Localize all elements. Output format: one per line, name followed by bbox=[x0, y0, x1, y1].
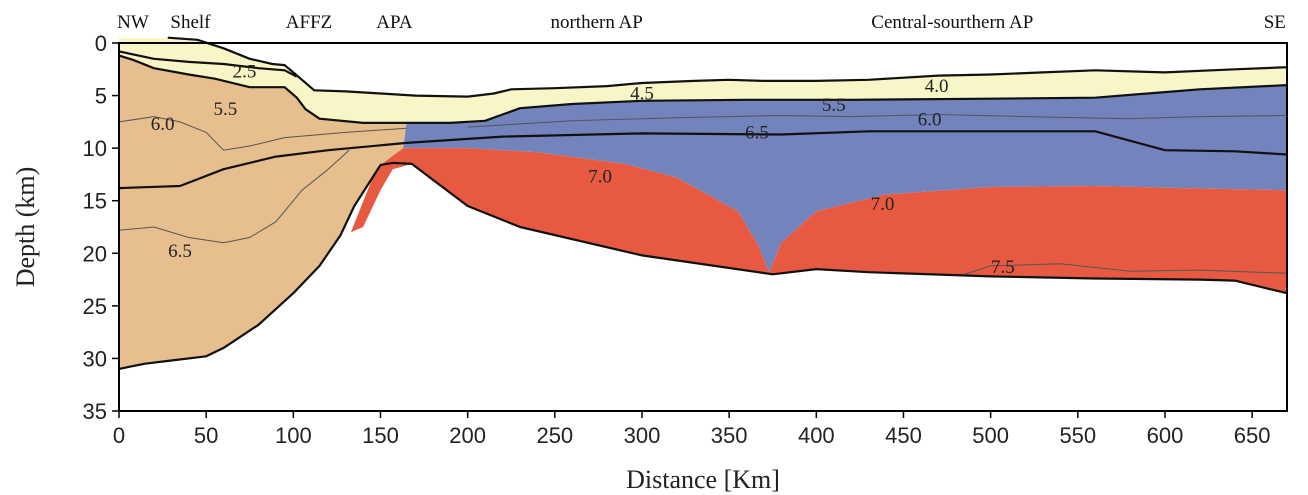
y-tick-label: 20 bbox=[83, 241, 107, 266]
plot-frame bbox=[118, 42, 1288, 412]
layer-boundaries bbox=[118, 36, 1288, 370]
x-tick-label: 300 bbox=[624, 423, 661, 448]
contour-label: 6.5 bbox=[168, 241, 192, 262]
crustal-layers bbox=[119, 37, 1287, 369]
region-label: northern AP bbox=[550, 12, 642, 33]
region-label: AFFZ bbox=[286, 12, 332, 33]
contour-label: 7.0 bbox=[588, 166, 612, 187]
x-axis-ticks: 0 50 100 150 200 250 300 350 400 450 500 550 600 650 bbox=[113, 411, 1271, 448]
region-label: APA bbox=[376, 12, 413, 33]
velocity-contour bbox=[467, 113, 1288, 128]
region-labels: NW Shelf AFFZ APA northern AP Central-sourthe… bbox=[117, 12, 1286, 33]
y-tick-label: 30 bbox=[83, 346, 107, 371]
y-tick-label: 5 bbox=[95, 84, 107, 109]
surface-boundary bbox=[167, 36, 1288, 98]
x-tick-label: 500 bbox=[972, 423, 1009, 448]
contour-label: 4.0 bbox=[925, 76, 949, 97]
x-axis-title: Distance [Km] bbox=[626, 465, 780, 494]
y-tick-label: 0 bbox=[95, 31, 107, 56]
moho-boundary bbox=[118, 161, 1288, 370]
seafloor-boundary bbox=[118, 54, 1288, 125]
region-label: Central-sourthern AP bbox=[871, 12, 1033, 33]
contour-label: 5.5 bbox=[213, 99, 237, 120]
y-tick-label: 10 bbox=[83, 136, 107, 161]
x-tick-label: 550 bbox=[1059, 423, 1096, 448]
mid-crust-horizon-boundary bbox=[118, 130, 1288, 190]
contour-label: 6.0 bbox=[918, 110, 942, 131]
x-tick-label: 400 bbox=[798, 423, 835, 448]
contour-label: 6.5 bbox=[745, 122, 769, 143]
lower-crust-layer bbox=[350, 148, 1287, 294]
contour-labels: 2.5 5.5 6.0 6.5 4.5 4.0 5.5 6.0 6.5 7.0 7.0 7.5 bbox=[151, 61, 1015, 278]
velocity-contour bbox=[118, 149, 350, 244]
contour-label: 2.5 bbox=[233, 61, 257, 82]
velocity-contour bbox=[964, 263, 1288, 275]
region-label: SE bbox=[1264, 12, 1286, 33]
x-tick-label: 100 bbox=[275, 423, 312, 448]
y-tick-label: 35 bbox=[83, 399, 107, 424]
x-tick-label: 0 bbox=[113, 423, 125, 448]
sediment-layer bbox=[119, 37, 1287, 123]
y-axis-title: Depth (km) bbox=[11, 167, 40, 288]
x-tick-label: 650 bbox=[1234, 423, 1271, 448]
x-tick-label: 200 bbox=[449, 423, 486, 448]
y-tick-label: 25 bbox=[83, 294, 107, 319]
contour-label: 7.0 bbox=[871, 194, 895, 215]
region-label: NW bbox=[117, 12, 149, 33]
x-tick-label: 150 bbox=[362, 423, 399, 448]
region-label: Shelf bbox=[170, 12, 211, 33]
contour-label: 5.5 bbox=[822, 95, 846, 116]
contour-label: 4.5 bbox=[630, 83, 654, 104]
shelf-upper-horizon-boundary bbox=[118, 50, 298, 78]
velocity-contours bbox=[118, 113, 1288, 275]
y-tick-label: 15 bbox=[83, 189, 107, 214]
contour-label: 6.0 bbox=[151, 114, 175, 135]
y-axis-ticks: 0 5 10 15 20 25 30 35 bbox=[83, 31, 119, 424]
velocity-contour bbox=[118, 116, 407, 151]
x-tick-label: 450 bbox=[885, 423, 922, 448]
contour-label: 7.5 bbox=[991, 257, 1015, 278]
upper-crust-layer bbox=[119, 55, 407, 369]
x-tick-label: 350 bbox=[711, 423, 748, 448]
x-tick-label: 250 bbox=[536, 423, 573, 448]
x-tick-label: 600 bbox=[1147, 423, 1184, 448]
x-tick-label: 50 bbox=[194, 423, 218, 448]
